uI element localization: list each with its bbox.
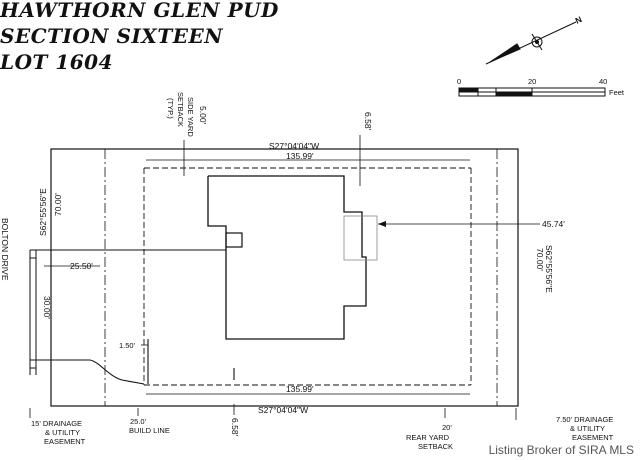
garage-step (225, 232, 243, 248)
street-curb (29, 250, 37, 375)
mls-watermark: Listing Broker of SIRA MLS (488, 443, 634, 457)
dimension-lines (29, 135, 540, 420)
top-length: 135.99' (286, 151, 314, 161)
offset-arrowhead (378, 221, 386, 227)
lot-boundary (50, 148, 519, 407)
driveway-dim: 25.50' (70, 261, 93, 271)
title-line-1: HAWTHORN GLEN PUD (0, 0, 279, 22)
top-setback-dim: 6.58' (363, 112, 373, 131)
scale-bar (458, 87, 606, 97)
top-bearing: S27°04'04"W (269, 141, 319, 151)
scale-tick-0: 0 (457, 77, 461, 86)
side-setback-text-2: SETBACK (176, 92, 185, 127)
drainage-right-3: EASEMENT (572, 433, 614, 442)
drainage-right-2: & UTILITY (570, 424, 605, 433)
drainage-left-2: & UTILITY (45, 428, 80, 437)
build-line-1: 25.0' (130, 417, 147, 426)
north-arrow-icon (485, 21, 577, 65)
build-line-2: BUILD LINE (129, 426, 170, 435)
drainage-left-3: EASEMENT (44, 437, 86, 446)
rear-setback-3: SETBACK (418, 442, 453, 451)
frontage-dim: 30.00' (42, 296, 52, 319)
scale-unit: Feet (609, 88, 625, 97)
easement-lines (104, 149, 498, 406)
side-setback-text-1: SIDE YARD (186, 97, 195, 137)
bottom-bearing: S27°04'04"W (258, 405, 308, 415)
scale-tick-40: 40 (599, 77, 607, 86)
rear-setback-2: REAR YARD (406, 433, 450, 442)
right-bearing: S62°55'56"E (544, 245, 554, 293)
left-length: 70.00' (53, 193, 63, 216)
left-bearing: S62°55'56"E (38, 188, 48, 236)
scale-tick-20: 20 (528, 77, 536, 86)
bottom-length: 135.99' (286, 384, 314, 394)
drainage-left-1: 15' DRAINAGE (31, 419, 82, 428)
deck-outline (343, 215, 378, 261)
house-footprint (207, 175, 367, 340)
offset-dim: 45.74' (542, 219, 565, 229)
rear-setback-1: 20' (442, 423, 452, 432)
title-line-3: LOT 1604 (0, 50, 113, 74)
side-setback-text-3: (TYP.) (166, 98, 175, 119)
setback-lines (143, 167, 472, 386)
side-setback-dim: 5.00' (198, 106, 208, 125)
street-name: BOLTON DRIVE (0, 218, 10, 281)
drainage-right-1: 7.50' DRAINAGE (556, 415, 613, 424)
title-line-2: SECTION SIXTEEN (0, 24, 223, 48)
bottom-setback-dim: 6.58' (230, 418, 240, 437)
right-length: 70.00' (535, 248, 545, 271)
small-dim: 1.50' (119, 341, 136, 350)
north-letter: N (574, 14, 584, 26)
driveway (30, 249, 235, 385)
